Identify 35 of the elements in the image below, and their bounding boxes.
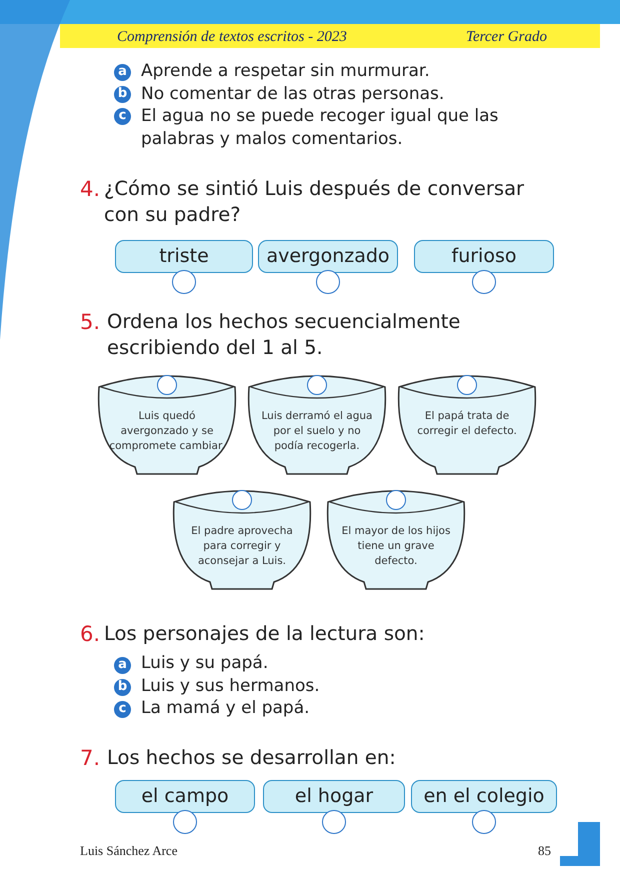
bowl-text: El padre aprovecha para corregir y aconsejar a Luis. [190,524,294,569]
answer-option: el campo [115,780,255,813]
answer-option: avergonzado [258,240,398,273]
question-number: 4. [80,176,100,202]
option-letter: c [114,701,131,718]
option-letter: a [114,657,131,674]
answer-option: en el colegio [411,780,557,813]
header-title: Comprensión de textos escritos - 2023 [117,29,347,46]
answer-option: furioso [414,240,554,273]
bowl-text: El papá trata de corregir el defecto. [416,409,518,439]
bowl-text: El mayor de los hijos tiene un grave defecto. [340,524,452,569]
author-name: Luis Sánchez Arce [80,843,178,859]
question-number: 7. [80,745,100,771]
option-letter: a [114,64,131,81]
question-number: 6. [80,621,100,647]
bowl-text: Luis derramó el agua por el suelo y no podía recogerla. [260,409,374,454]
answer-option: el hogar [263,780,405,813]
option-letter: b [114,679,131,696]
question-text: Los hechos se desarrollan en: [107,745,397,771]
option-text: Luis y su papá. [141,652,270,675]
bowl-text: Luis quedó avergonzado y se compromete cambiar. [109,409,225,454]
option-text: No comentar de las otras personas. [141,83,446,106]
option-text: La mamá y el papá. [141,697,311,720]
answer-option: triste [115,240,253,273]
question-text: Ordena los hechos secuencialmente escribiendo del 1 al 5. [107,309,462,361]
page-number: 85 [538,843,551,859]
question-number: 5. [80,309,100,335]
grade-label: Tercer Grado [466,29,547,46]
option-text: El agua no se puede recoger igual que las palabras y malos comentarios. [141,105,500,151]
question-text: Los personajes de la lectura son: [104,621,426,647]
option-text: Aprende a respetar sin murmurar. [141,60,431,83]
option-letter: c [114,108,131,125]
question-text: ¿Cómo se sintió Luis después de conversar con su padre? [104,176,526,228]
option-text: Luis y sus hermanos. [141,675,321,698]
option-letter: b [114,86,131,103]
